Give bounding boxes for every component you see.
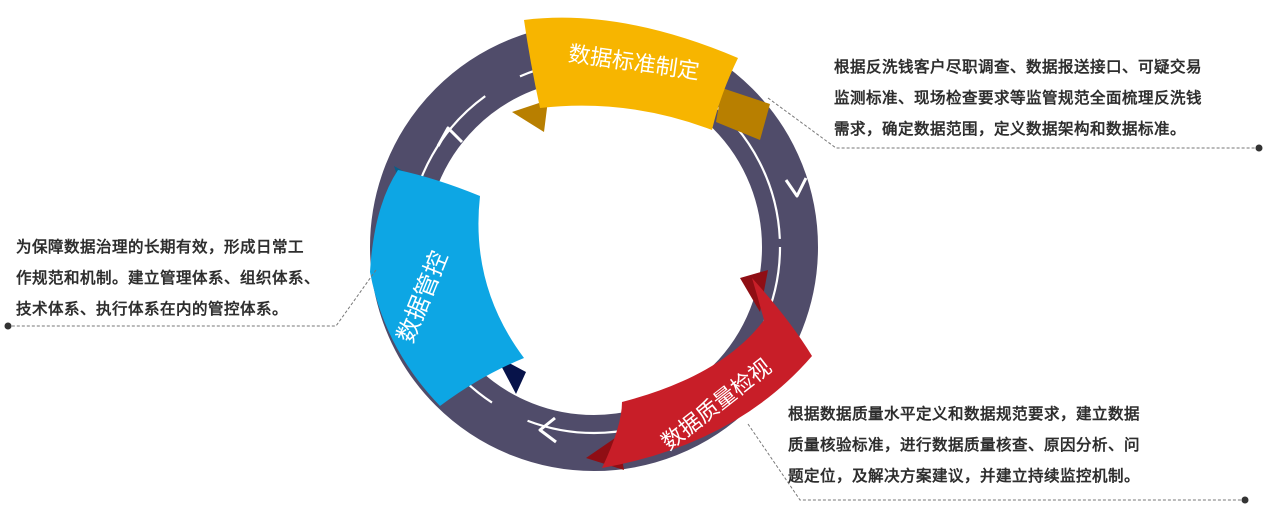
description-line: 为保障数据治理的长期有效，形成日常工 bbox=[16, 238, 305, 256]
ribbon-control bbox=[370, 170, 524, 406]
description-line: 技术体系、执行体系在内的管控体系。 bbox=[16, 300, 289, 318]
leader-dot-control bbox=[4, 322, 12, 330]
leader-dot-quality bbox=[1241, 496, 1249, 504]
description-line: 需求，确定数据范围，定义数据架构和数据标准。 bbox=[834, 120, 1187, 138]
description-line: 根据反洗钱客户尽职调查、数据报送接口、可疑交易 bbox=[834, 58, 1203, 76]
leader-line-quality bbox=[747, 423, 1245, 501]
ribbon-quality bbox=[602, 278, 812, 468]
arrow-bottom-icon bbox=[538, 416, 557, 444]
description-line: 题定位，及解决方案建议，并建立持续监控机制。 bbox=[788, 467, 1141, 485]
description-control: 为保障数据治理的长期有效，形成日常工 作规范和机制。建立管理体系、组织体系、 技… bbox=[16, 232, 320, 325]
ribbon-standard bbox=[524, 17, 738, 130]
description-line: 监测标准、现场检查要求等监管规范全面梳理反洗钱 bbox=[834, 89, 1203, 107]
description-quality: 根据数据质量水平定义和数据规范要求，建立数据 质量核验标准，进行数据质量核查、原… bbox=[788, 399, 1140, 492]
description-standard: 根据反洗钱客户尽职调查、数据报送接口、可疑交易 监测标准、现场检查要求等监管规范… bbox=[834, 52, 1202, 145]
arrow-left-icon bbox=[436, 126, 464, 147]
description-line: 根据数据质量水平定义和数据规范要求，建立数据 bbox=[788, 405, 1141, 423]
arrow-right-icon bbox=[784, 177, 808, 198]
ribbon-fold-standard bbox=[716, 88, 770, 140]
leader-line-standard bbox=[767, 97, 1259, 149]
leader-dot-standard bbox=[1255, 144, 1263, 152]
ribbon-fold-standard-left bbox=[512, 100, 548, 132]
description-line: 质量核验标准，进行数据质量核查、原因分析、问 bbox=[788, 436, 1141, 454]
leader-line-control bbox=[8, 269, 377, 327]
description-line: 作规范和机制。建立管理体系、组织体系、 bbox=[16, 269, 321, 287]
